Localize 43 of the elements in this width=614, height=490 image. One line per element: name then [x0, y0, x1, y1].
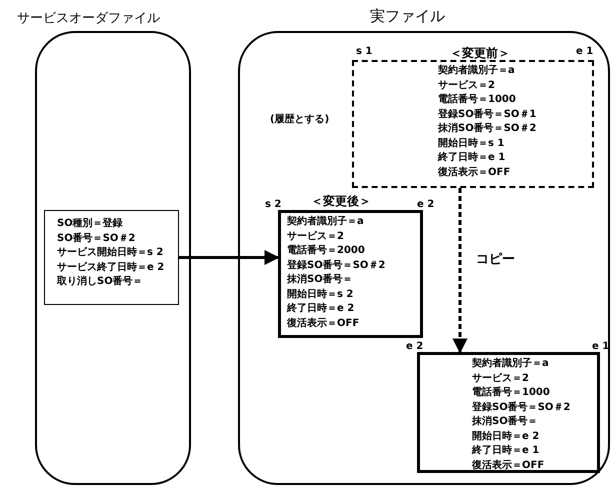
field-line: 電話番号＝2000 [287, 244, 366, 258]
field-line: サービス終了日時＝e 2 [57, 260, 164, 274]
time-label: s 1 [356, 46, 372, 57]
note: (履歴とする) [270, 112, 330, 126]
time-label: e 2 [417, 199, 434, 210]
field-line: 登録SO番号＝SO＃2 [287, 258, 386, 272]
record-box [44, 210, 179, 305]
heading: ＜変更前＞ [450, 45, 510, 62]
arrow [179, 250, 280, 265]
field-line: 電話番号＝1000 [438, 93, 517, 107]
field-line: 契約者識別子＝a [287, 215, 365, 229]
heading: サービスオーダファイル [17, 10, 160, 27]
field-line: 電話番号＝1000 [472, 386, 551, 400]
arrow [452, 188, 468, 354]
time-label: e 1 [576, 46, 594, 57]
heading: ＜変更後＞ [311, 193, 371, 210]
field-line: サービス開始日時＝s 2 [57, 246, 164, 260]
field-line: 契約者識別子＝a [438, 64, 516, 78]
field-line: 復活表示＝OFF [438, 166, 512, 180]
field-line: 開始日時＝e 2 [472, 430, 540, 444]
field-line: 開始日時＝s 2 [287, 288, 354, 302]
field-line: サービス＝2 [472, 372, 530, 386]
field-line: 抹消SO番号＝SO＃2 [438, 122, 536, 136]
field-line: 契約者識別子＝a [472, 357, 550, 371]
field-line: SO番号＝SO＃2 [57, 232, 136, 246]
field-line: 開始日時＝s 1 [438, 136, 506, 150]
field-line: 取り消しSO番号＝ [57, 275, 144, 289]
field-line: 終了日時＝e 1 [472, 444, 540, 458]
field-line: 復活表示＝OFF [287, 316, 360, 330]
field-line: 登録SO番号＝SO＃2 [472, 400, 570, 414]
time-label: e 1 [592, 341, 610, 352]
field-line: サービス＝2 [287, 230, 345, 244]
field-line: 登録SO番号＝SO＃1 [438, 108, 536, 122]
heading: 実ファイル [370, 7, 445, 26]
field-line: 抹消SO番号＝ [287, 273, 354, 287]
field-line: 抹消SO番号＝ [472, 415, 539, 429]
field-line: 終了日時＝e 2 [287, 302, 356, 316]
field-line: 終了日時＝e 1 [438, 151, 506, 165]
field-line: サービス＝2 [438, 78, 496, 92]
time-label: s 2 [265, 199, 282, 210]
field-line: SO種別＝登録 [57, 217, 124, 231]
time-label: e 2 [406, 341, 424, 352]
field-line: 復活表示＝OFF [472, 458, 546, 472]
